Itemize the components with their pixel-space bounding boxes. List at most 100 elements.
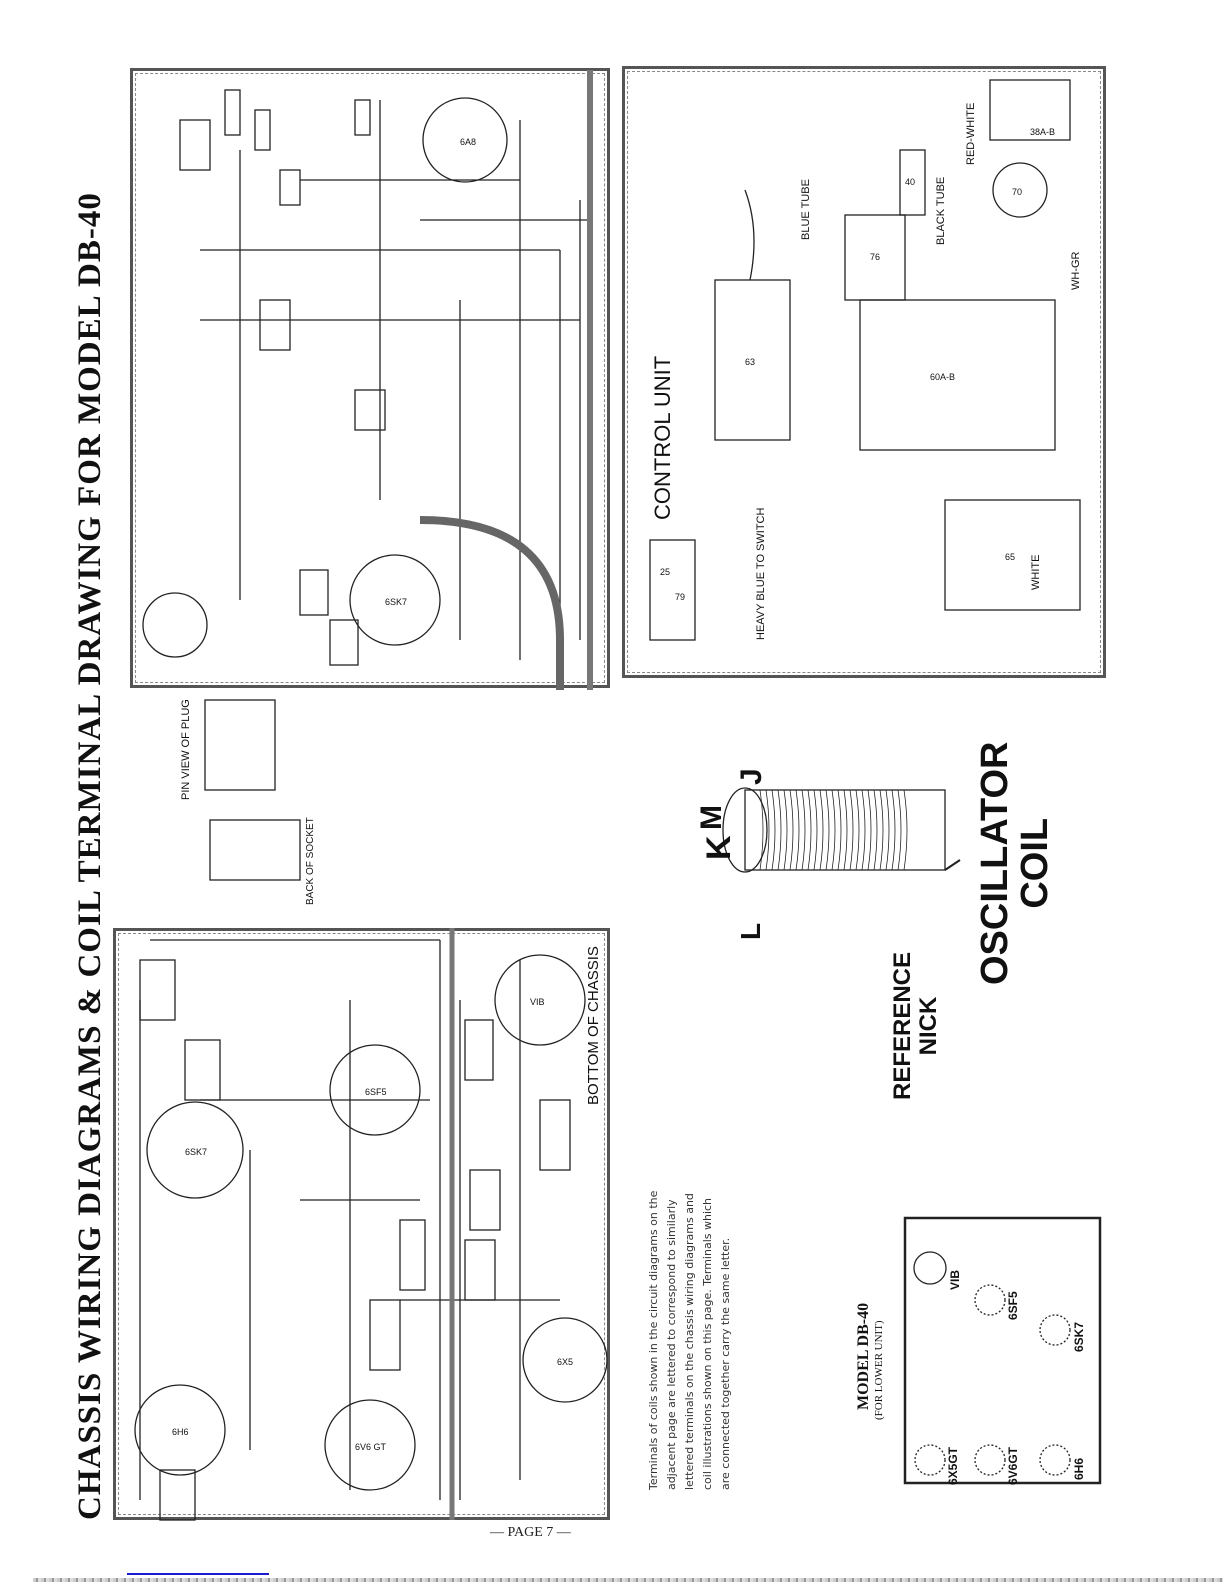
coil-terminal-note: Terminals of coils shown in the circuit … (647, 1190, 732, 1490)
label-vib: VIB (530, 997, 545, 1007)
coil-windings (759, 789, 908, 871)
tube-layout-6v6gt: 6V6GT (1006, 1446, 1020, 1485)
tube-layout-6sf5: 6SF5 (1006, 1291, 1020, 1320)
label-wh-gr: WH-GR (1070, 251, 1082, 291)
tube-6h6-socket (134, 1384, 226, 1476)
tube-layout-box (903, 1216, 1102, 1485)
control-unit-frame (622, 66, 1106, 678)
tube-layout-6sk7: 6SK7 (1072, 1321, 1086, 1352)
label-white: WHITE (1030, 554, 1042, 590)
component-65 (944, 499, 1081, 611)
reference-nick-label: REFERENCE NICK (889, 951, 942, 1100)
component-32 (224, 89, 241, 136)
label-76: 76 (870, 252, 880, 262)
label-40: 40 (905, 177, 915, 187)
label-6x5: 6X5 (557, 1357, 573, 1367)
tube-6sf5-socket (329, 1044, 421, 1136)
tube-layout-6h6: 6H6 (1072, 1457, 1086, 1480)
coil-title: OSCILLATOR COIL (974, 741, 1056, 985)
reference-nick-arrow (944, 859, 961, 871)
component-53 (399, 1219, 426, 1291)
lower-wires (139, 939, 560, 1500)
lead-g (744, 189, 755, 281)
coil-title-line2: COIL (1014, 817, 1056, 909)
label-6sf5: 6SF5 (365, 1087, 387, 1097)
terminal-k: K (700, 835, 738, 860)
lower-chassis-title: BOTTOM OF CHASSIS (585, 946, 602, 1105)
tube-6s-socket (142, 592, 208, 658)
plug-title: PIN VIEW OF PLUG (180, 699, 192, 800)
component-42 (139, 959, 176, 1021)
tube-6sk7-socket (349, 554, 441, 646)
label-70: 70 (1012, 187, 1022, 197)
reference-line1: REFERENCE (889, 951, 916, 1100)
coil-title-line1: OSCILLATOR (974, 741, 1016, 985)
label-79: 79 (675, 592, 685, 602)
label-38ab: 38A-B (1030, 127, 1055, 137)
upper-chassis-frame (130, 68, 610, 688)
tube-layout-6x5gt: 6X5GT (946, 1446, 960, 1485)
label-6a8: 6A8 (460, 137, 476, 147)
tube-6h6-socket-icon (1039, 1444, 1071, 1476)
page-number: — PAGE 7 — (490, 1525, 571, 1540)
label-heavy-blue-to-switch: HEAVY BLUE TO SWITCH (755, 507, 767, 640)
upper-wires (200, 100, 590, 670)
tube-6sf5-socket-icon (974, 1284, 1006, 1316)
terminal-j: J (735, 768, 768, 785)
tube-6sk7-lower-socket (146, 1101, 244, 1199)
label-6h6: 6H6 (172, 1427, 189, 1437)
tube-layout-title: MODEL DB-40 (855, 1302, 872, 1410)
component-57 (469, 1169, 501, 1231)
vibrator-socket (494, 954, 586, 1046)
component-38 (329, 619, 359, 666)
label-25: 25 (660, 567, 670, 577)
component-77 (369, 1299, 401, 1371)
tube-6x5gt-socket-icon (914, 1444, 946, 1476)
component-17 (354, 99, 371, 136)
component-38ab (989, 79, 1071, 141)
terminal-l: L (735, 922, 766, 940)
tube-6sk7-socket-icon (1039, 1314, 1071, 1346)
label-63: 63 (745, 357, 755, 367)
label-6sk7-lower: 6SK7 (185, 1147, 207, 1157)
label-red-white: RED-WHITE (965, 102, 977, 165)
component-54 (464, 1019, 494, 1081)
socket-title: BACK OF SOCKET (305, 817, 316, 905)
component-30 (254, 109, 271, 151)
tube-6v6gt-socket (324, 1399, 416, 1491)
socket-body (209, 819, 301, 881)
component-45 (184, 1039, 221, 1101)
label-6v6gt: 6V6 GT (355, 1442, 387, 1452)
component-34 (279, 169, 301, 206)
component-43 (159, 1469, 196, 1521)
component-82 (539, 1099, 571, 1171)
coil-body (744, 789, 946, 871)
component-63 (714, 279, 791, 441)
label-60ab: 60A-B (930, 372, 955, 382)
control-unit-title: CONTROL UNIT (650, 355, 675, 520)
component-25-79 (649, 539, 696, 641)
label-6sk7-upper: 6SK7 (385, 597, 407, 607)
component-41 (179, 119, 211, 171)
braided-cable (419, 516, 564, 690)
scan-artifact-line (33, 1578, 1223, 1582)
tube-6x5-socket (522, 1317, 608, 1403)
reference-line2: NICK (915, 996, 942, 1056)
component-39 (299, 569, 329, 616)
tube-6v6gt-socket-icon (974, 1444, 1006, 1476)
plug-body (204, 699, 276, 791)
label-blue-tube: BLUE TUBE (800, 179, 812, 240)
component-81 (464, 1239, 496, 1301)
terminal-m: M (695, 805, 728, 830)
tube-6a8-socket (422, 97, 508, 183)
component-60ab (859, 299, 1056, 451)
label-65: 65 (1005, 552, 1015, 562)
label-black-tube: BLACK TUBE (935, 176, 947, 245)
component-78ab (354, 389, 386, 431)
component-40 (899, 149, 926, 216)
coil-end (722, 787, 768, 873)
tube-vib-socket-icon (913, 1251, 947, 1285)
component-70-coil (992, 162, 1048, 218)
tube-layout-vib: VIB (948, 1269, 962, 1290)
